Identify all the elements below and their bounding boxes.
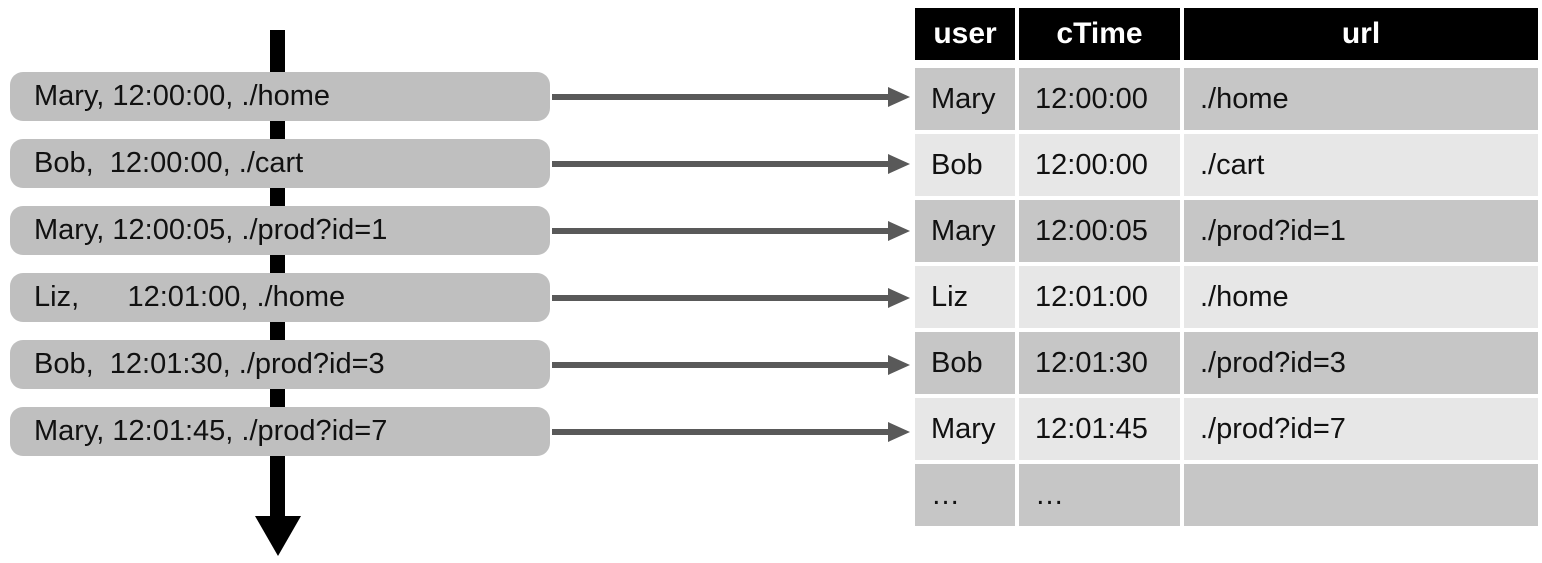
- event-box: Mary, 12:00:05, ./prod?id=1: [10, 206, 550, 255]
- cell-user: Mary: [915, 200, 1015, 262]
- cell-ctime: 12:00:00: [1019, 68, 1180, 130]
- cell-url: ./prod?id=3: [1184, 332, 1538, 394]
- event-label: Liz, 12:01:00, ./home: [34, 281, 346, 313]
- table-row: Liz 12:01:00 ./home: [915, 266, 1538, 328]
- cell-user: Bob: [915, 134, 1015, 196]
- event-label: Bob, 12:01:30, ./prod?id=3: [34, 348, 385, 380]
- cell-ctime: 12:00:05: [1019, 200, 1180, 262]
- mapping-arrow-icon: [552, 154, 910, 174]
- cell-user: …: [915, 464, 1015, 526]
- mapping-arrow-icon: [552, 422, 910, 442]
- event-box: Bob, 12:00:00, ./cart: [10, 139, 550, 188]
- cell-url: [1184, 464, 1538, 526]
- event-label: Mary, 12:01:45, ./prod?id=7: [34, 415, 388, 447]
- event-box: Mary, 12:00:00, ./home: [10, 72, 550, 121]
- event-label: Mary, 12:00:00, ./home: [34, 80, 331, 112]
- cell-ctime: 12:01:45: [1019, 398, 1180, 460]
- cell-url: ./prod?id=1: [1184, 200, 1538, 262]
- event-label: Bob, 12:00:00, ./cart: [34, 147, 304, 179]
- table-row: Mary 12:00:05 ./prod?id=1: [915, 200, 1538, 262]
- event-box: Bob, 12:01:30, ./prod?id=3: [10, 340, 550, 389]
- table-row: Mary 12:00:00 ./home: [915, 68, 1538, 130]
- cell-user: Bob: [915, 332, 1015, 394]
- cell-user: Liz: [915, 266, 1015, 328]
- timeline-arrow-head-icon: [255, 516, 301, 556]
- cell-user: Mary: [915, 68, 1015, 130]
- column-header-url: url: [1184, 8, 1538, 60]
- column-header-user: user: [915, 8, 1015, 60]
- cell-url: ./home: [1184, 68, 1538, 130]
- table-row: Bob 12:01:30 ./prod?id=3: [915, 332, 1538, 394]
- mapping-arrow-icon: [552, 87, 910, 107]
- cell-ctime: …: [1019, 464, 1180, 526]
- cell-ctime: 12:01:30: [1019, 332, 1180, 394]
- cell-url: ./home: [1184, 266, 1538, 328]
- cell-ctime: 12:00:00: [1019, 134, 1180, 196]
- cell-url: ./prod?id=7: [1184, 398, 1538, 460]
- table-row: Mary 12:01:45 ./prod?id=7: [915, 398, 1538, 460]
- cell-ctime: 12:01:00: [1019, 266, 1180, 328]
- mapping-arrow-icon: [552, 355, 910, 375]
- cell-url: ./cart: [1184, 134, 1538, 196]
- mapping-arrow-icon: [552, 288, 910, 308]
- table-header-row: user cTime url: [915, 8, 1538, 60]
- mapping-arrow-icon: [552, 221, 910, 241]
- column-header-ctime: cTime: [1019, 8, 1180, 60]
- table-row-ellipsis: … …: [915, 464, 1538, 526]
- table-row: Bob 12:00:00 ./cart: [915, 134, 1538, 196]
- event-box: Mary, 12:01:45, ./prod?id=7: [10, 407, 550, 456]
- clickstream-table: user cTime url Mary 12:00:00 ./home Bob …: [915, 8, 1538, 526]
- cell-user: Mary: [915, 398, 1015, 460]
- event-label: Mary, 12:00:05, ./prod?id=1: [34, 214, 388, 246]
- event-box: Liz, 12:01:00, ./home: [10, 273, 550, 322]
